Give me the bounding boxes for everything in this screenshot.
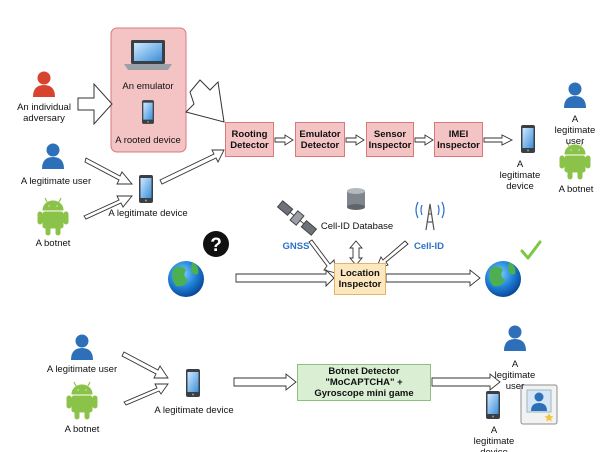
earth-to-inspector-arrow: [235, 268, 335, 288]
botnet-detector-to-right-arrow: [431, 373, 501, 391]
emulator-detector-label: Emulator Detector: [299, 128, 341, 151]
botnet-label-left: A botnet: [35, 238, 71, 249]
legit-device-label-left: A legitimate device: [108, 208, 188, 219]
cellid-label: Cell-ID: [413, 241, 445, 252]
legit-device-icon-bottom: [186, 369, 200, 397]
laptop-icon: [124, 40, 172, 70]
adversary-arrow: [77, 82, 113, 126]
legit-device-label-right: A legitimate device: [499, 159, 541, 192]
satellite-icon: [276, 200, 318, 236]
device-to-botnet-detector-arrow: [233, 373, 297, 391]
emulator-label: An emulator: [122, 81, 174, 92]
emulator-detector-box: Emulator Detector: [295, 122, 345, 157]
rooted-device-label: A rooted device: [115, 135, 181, 146]
sensor-inspector-box: Sensor Inspector: [366, 122, 414, 157]
legit-user-label-bottom-right: A legitimate user: [494, 359, 536, 392]
legit-user-icon-bottom-right: [504, 325, 526, 351]
botnet-label-bottom: A botnet: [64, 424, 100, 435]
botnet-icon-right: [559, 141, 591, 180]
legit-user-icon-left: [42, 143, 64, 169]
legit-device-icon-right: [521, 125, 535, 153]
legit-device-icon-bottom-right: [486, 391, 500, 419]
botnet-label-right: A botnet: [558, 184, 594, 195]
location-inspector-box: Location Inspector: [334, 263, 386, 295]
inspector-to-earth-arrow: [385, 269, 481, 287]
attack-box: [110, 27, 187, 153]
gnss-label: GNSS: [282, 241, 310, 252]
imei-inspector-box: IMEI Inspector: [434, 122, 483, 157]
arrow-botnet-to-device-bottom: [123, 383, 169, 406]
captcha-card-icon: [520, 384, 558, 425]
question-icon: [203, 231, 229, 257]
legit-user-label-left: A legitimate user: [20, 176, 92, 187]
imei-inspector-label: IMEI Inspector: [437, 128, 480, 151]
legit-device-label-bottom-right: A legitimate device: [473, 425, 515, 452]
legit-device-label-bottom: A legitimate device: [154, 405, 234, 416]
cellid-db-label: Cell-ID Database: [320, 221, 394, 232]
arrow-user-to-device-bottom: [121, 351, 169, 379]
legit-user-icon-bottom: [71, 334, 93, 360]
botnet-detector-box: Botnet Detector "MoCAPTCHA" + Gyroscope …: [297, 364, 431, 401]
gnss-to-inspector-arrow: [308, 239, 337, 274]
legit-device-icon-left: [139, 175, 153, 203]
legit-user-icon-right: [564, 82, 586, 108]
earth-icon-left: [168, 261, 204, 297]
rooting-detector-box: Rooting Detector: [225, 122, 274, 157]
rooting-detector-label: Rooting Detector: [230, 128, 269, 151]
adversary-icon: [33, 71, 55, 97]
botnet-icon-bottom: [66, 381, 98, 420]
detector-chain-arrows: [274, 134, 514, 146]
adversary-label: An individual adversary: [17, 102, 71, 124]
check-icon: [520, 240, 542, 260]
earth-icon-right: [485, 261, 521, 297]
location-inspector-label: Location Inspector: [338, 268, 382, 290]
rooted-phone-icon: [142, 100, 154, 124]
sensor-inspector-label: Sensor Inspector: [368, 128, 412, 151]
box-to-detector-arrow: [185, 79, 225, 123]
legit-user-label-bottom: A legitimate user: [46, 364, 118, 375]
legit-user-label-right: A legitimate user: [554, 114, 596, 147]
botnet-icon-left: [37, 197, 69, 236]
database-icon: [347, 188, 365, 210]
question-mark: ?: [210, 235, 222, 256]
device-to-detector-arrow: [159, 149, 225, 185]
botnet-detector-label: Botnet Detector "MoCAPTCHA" + Gyroscope …: [314, 366, 414, 399]
arrow-botnet-to-device: [83, 195, 133, 220]
db-inspector-double-arrow: [349, 240, 363, 266]
arrow-user-to-device: [84, 157, 133, 185]
cell-tower-icon: [415, 201, 445, 231]
